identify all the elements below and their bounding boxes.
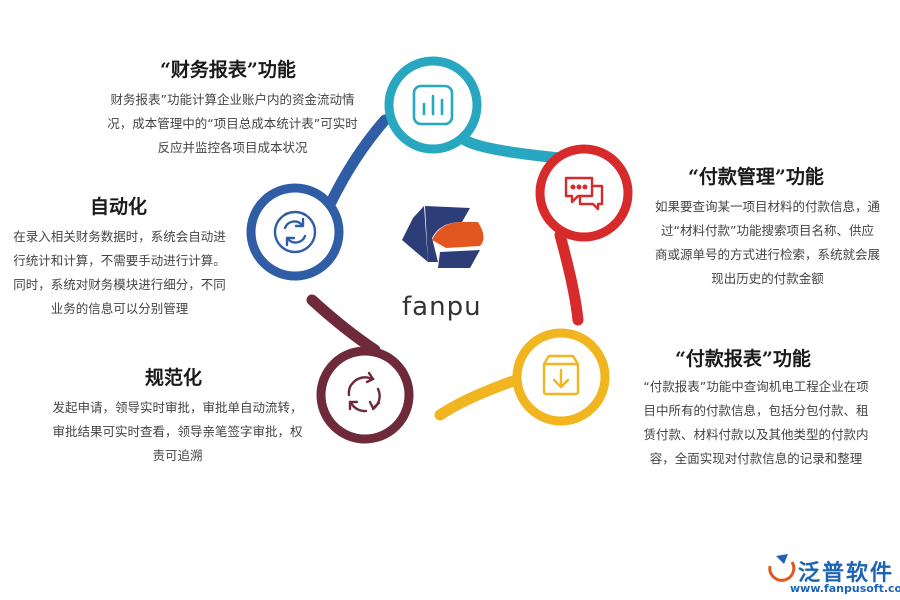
node-standardization: [316, 346, 414, 444]
node-description: 发起申请，领导实时审批，审批单自动流转，审批结果可实时查看，领导亲笔签字审批，权…: [52, 400, 303, 463]
node-payment-management: [535, 144, 633, 242]
fanpu-logo-icon: [402, 206, 484, 268]
node-finance-report: [384, 56, 482, 154]
cycle-arrows-icon: [347, 371, 381, 413]
fanpu-brand-icon: [768, 554, 796, 582]
node-title: “付款管理”功能: [688, 166, 824, 188]
connector-teal: [459, 134, 566, 164]
node-payment-report: [512, 328, 610, 426]
chart-icon: [412, 84, 454, 126]
connector-maroon: [306, 294, 381, 356]
node-description: 如果要查询某一项目材料的付款信息，通过“材料付款”功能搜索项目名称、供应商或源单…: [655, 199, 881, 286]
logo-text: fanpu: [402, 292, 482, 322]
download-box-icon: [542, 354, 580, 396]
node-title: 自动化: [90, 196, 148, 218]
node-title: 规范化: [145, 367, 203, 389]
refresh-icon: [273, 210, 317, 254]
brand-logo: 泛普软件: [780, 555, 894, 587]
node-title: “付款报表”功能: [675, 348, 811, 370]
node-description: 财务报表”功能计算企业账户内的资金流动情况，成本管理中的“项目总成本统计表”可实…: [107, 92, 358, 155]
node-description: “付款报表”功能中查询机电工程企业在项目中所有的付款信息，包括分包付款、租赁付款…: [643, 379, 869, 466]
node-title: “财务报表”功能: [160, 59, 296, 81]
brand-url: www.fanpusoft.com: [790, 582, 900, 595]
node-description: 在录入相关财务数据时，系统会自动进行统计和计算，不需要手动进行计算。同时，系统对…: [13, 229, 226, 316]
node-automation: [246, 183, 344, 281]
connector-red: [554, 229, 584, 326]
chat-icon: [564, 176, 604, 211]
brand-name: 泛普软件: [798, 561, 895, 586]
